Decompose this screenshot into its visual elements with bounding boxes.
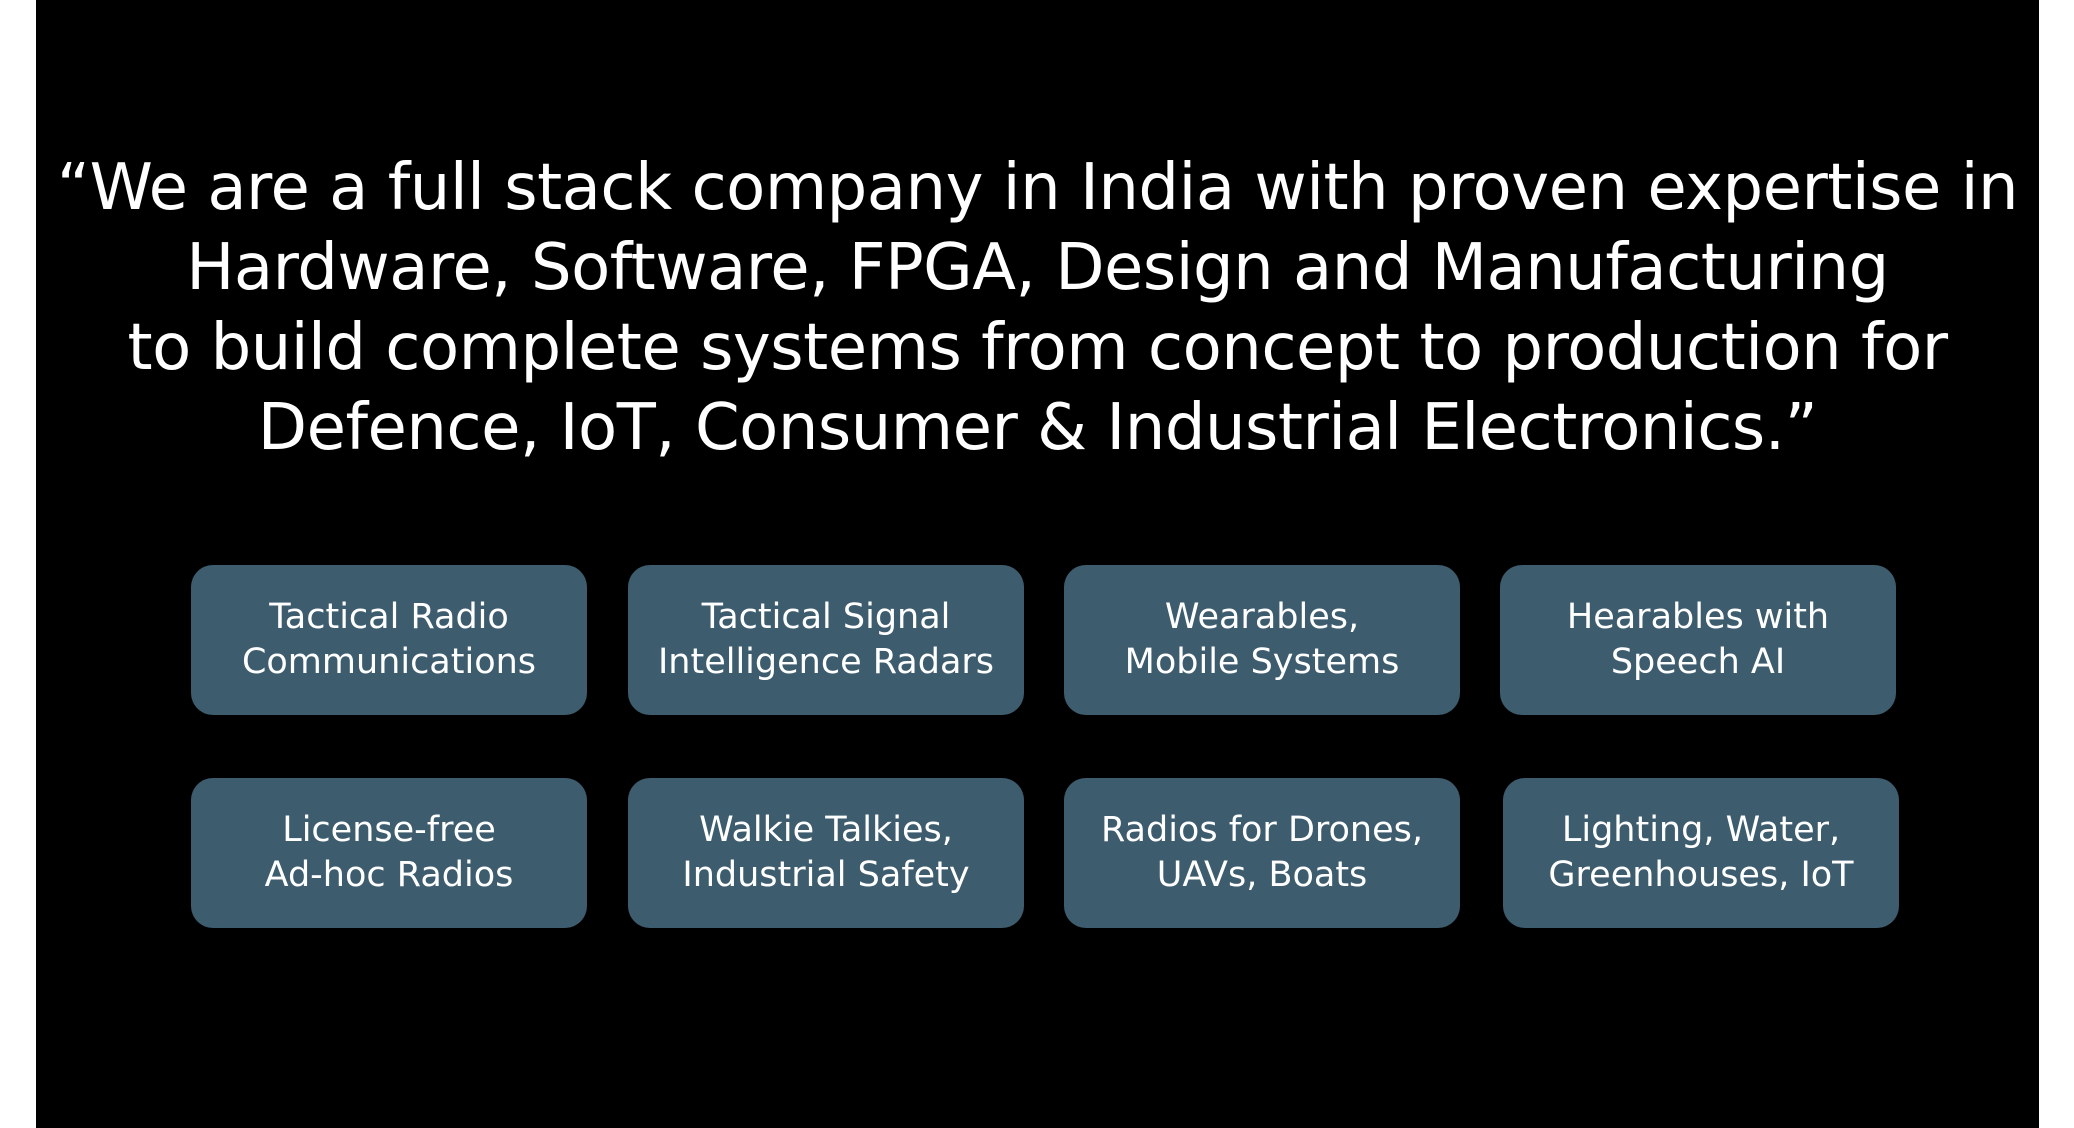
tile-label-line: Communications bbox=[241, 642, 537, 682]
quote-line: to build complete systems from concept t… bbox=[127, 311, 1948, 385]
tile-label-line: Tactical Signal bbox=[701, 597, 951, 637]
tile-label-line: License-free bbox=[282, 810, 496, 850]
tile-signal-intelligence: Tactical Signal Intelligence Radars bbox=[628, 565, 1024, 715]
tile-drone-radios: Radios for Drones, UAVs, Boats bbox=[1064, 778, 1460, 928]
quote-line: Hardware, Software, FPGA, Design and Man… bbox=[186, 231, 1889, 305]
tile-tactical-radio: Tactical Radio Communications bbox=[191, 565, 587, 715]
tile-label-line: Radios for Drones, bbox=[1100, 810, 1424, 850]
tile-label-line: Walkie Talkies, bbox=[699, 810, 953, 850]
tile-label-line: UAVs, Boats bbox=[1156, 855, 1368, 895]
tile-label-line: Intelligence Radars bbox=[657, 642, 995, 682]
tile-label-line: Wearables, bbox=[1164, 597, 1360, 637]
tile-label-line: Greenhouses, IoT bbox=[1548, 855, 1854, 895]
slide: “We are a full stack company in India wi… bbox=[36, 0, 2039, 1128]
tile-label-line: Mobile Systems bbox=[1124, 642, 1400, 682]
tile-walkie-talkies: Walkie Talkies, Industrial Safety bbox=[628, 778, 1024, 928]
quote-line: Defence, IoT, Consumer & Industrial Elec… bbox=[257, 391, 1818, 465]
company-quote: “We are a full stack company in India wi… bbox=[36, 148, 2039, 468]
tile-label-line: Lighting, Water, bbox=[1561, 810, 1841, 850]
tile-label-line: Hearables with bbox=[1566, 597, 1830, 637]
tile-wearables: Wearables, Mobile Systems bbox=[1064, 565, 1460, 715]
quote-line: “We are a full stack company in India wi… bbox=[56, 151, 2019, 225]
tile-label-line: Speech AI bbox=[1610, 642, 1786, 682]
tile-label-line: Tactical Radio bbox=[269, 597, 509, 637]
tile-label-line: Industrial Safety bbox=[682, 855, 970, 895]
tile-adhoc-radios: License-free Ad-hoc Radios bbox=[191, 778, 587, 928]
tile-label-line: Ad-hoc Radios bbox=[264, 855, 514, 895]
tile-lighting-iot: Lighting, Water, Greenhouses, IoT bbox=[1503, 778, 1899, 928]
tile-hearables: Hearables with Speech AI bbox=[1500, 565, 1896, 715]
